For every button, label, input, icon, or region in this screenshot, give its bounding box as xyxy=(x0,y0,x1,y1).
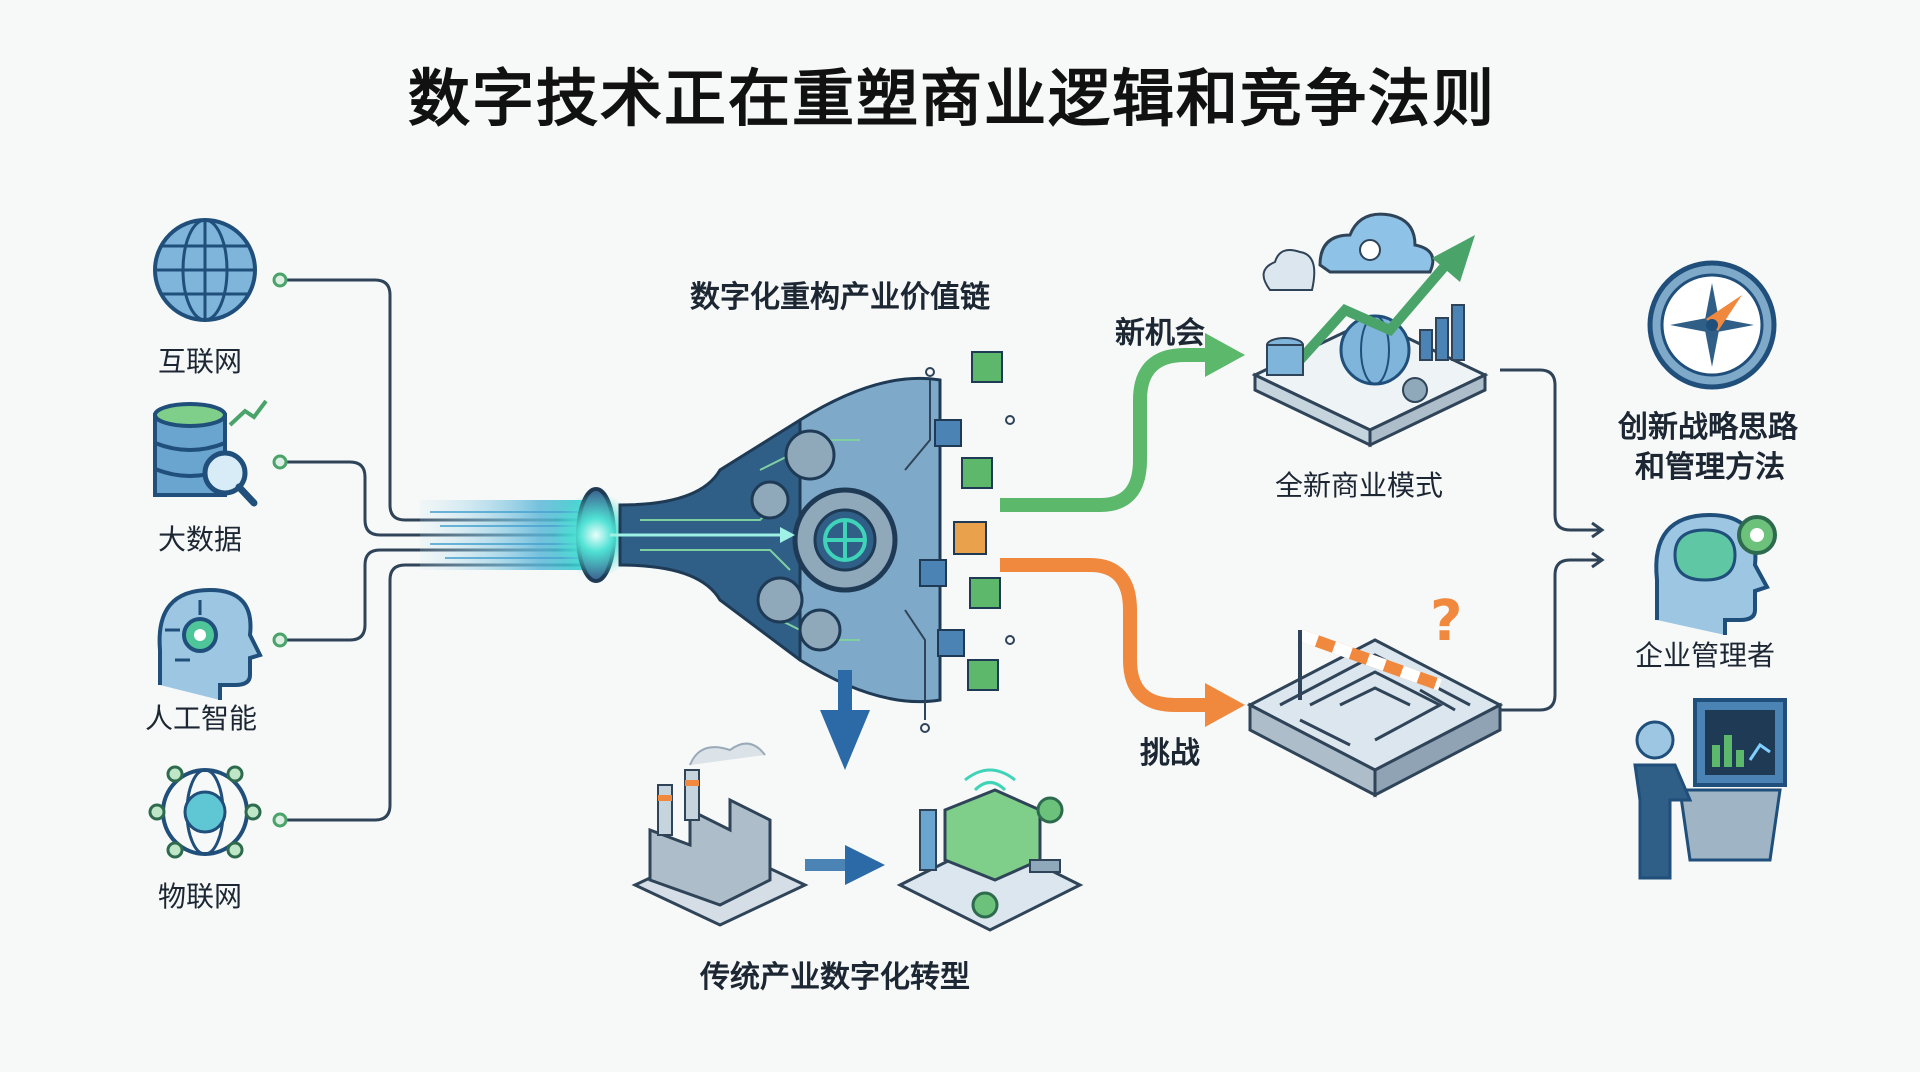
connector-internet xyxy=(280,278,600,522)
page-title: 数字技术正在重塑商业逻辑和竞争法则 xyxy=(408,62,1497,135)
smart-factory-icon xyxy=(896,768,1084,932)
database-search-icon xyxy=(153,399,268,507)
tech-label-internet: 互联网 xyxy=(158,345,243,378)
compass-icon xyxy=(1647,260,1777,390)
ai-head-icon xyxy=(157,587,263,700)
iot-network-icon xyxy=(148,765,262,859)
challenge-arrow xyxy=(1000,558,1210,712)
thinking-head-icon xyxy=(1654,512,1777,635)
challenge-label: 挑战 xyxy=(1140,736,1200,771)
opportunity-arrow xyxy=(1000,348,1210,512)
operator-console-icon xyxy=(1633,698,1787,880)
value-chain-engine-icon xyxy=(420,351,1015,770)
globe-icon xyxy=(153,218,257,322)
transformation-label: 传统产业数字化转型 xyxy=(700,960,970,995)
manager-label: 企业管理者 xyxy=(1635,639,1776,672)
tech-label-bigdata: 大数据 xyxy=(158,523,243,556)
business-model-label: 全新商业模式 xyxy=(1275,469,1444,502)
tech-label-ai: 人工智能 xyxy=(145,702,258,735)
connector-bigdata xyxy=(280,460,600,537)
tech-connectors xyxy=(272,272,600,828)
manager-connectors xyxy=(1500,368,1605,712)
svg-text:?: ? xyxy=(1430,589,1462,654)
connector-iot xyxy=(280,563,600,822)
tech-label-iot: 物联网 xyxy=(158,880,243,913)
cloud-growth-platform-icon xyxy=(1251,212,1489,448)
connector-ai xyxy=(280,548,600,642)
maze-barrier-icon: ? xyxy=(1246,589,1504,798)
strategy-line-1: 创新战略思路 xyxy=(1618,410,1798,445)
factory-icon xyxy=(631,742,809,927)
opportunity-label: 新机会 xyxy=(1115,316,1205,351)
center-label: 数字化重构产业价值链 xyxy=(690,280,990,315)
strategy-line-2: 和管理方法 xyxy=(1635,450,1785,485)
